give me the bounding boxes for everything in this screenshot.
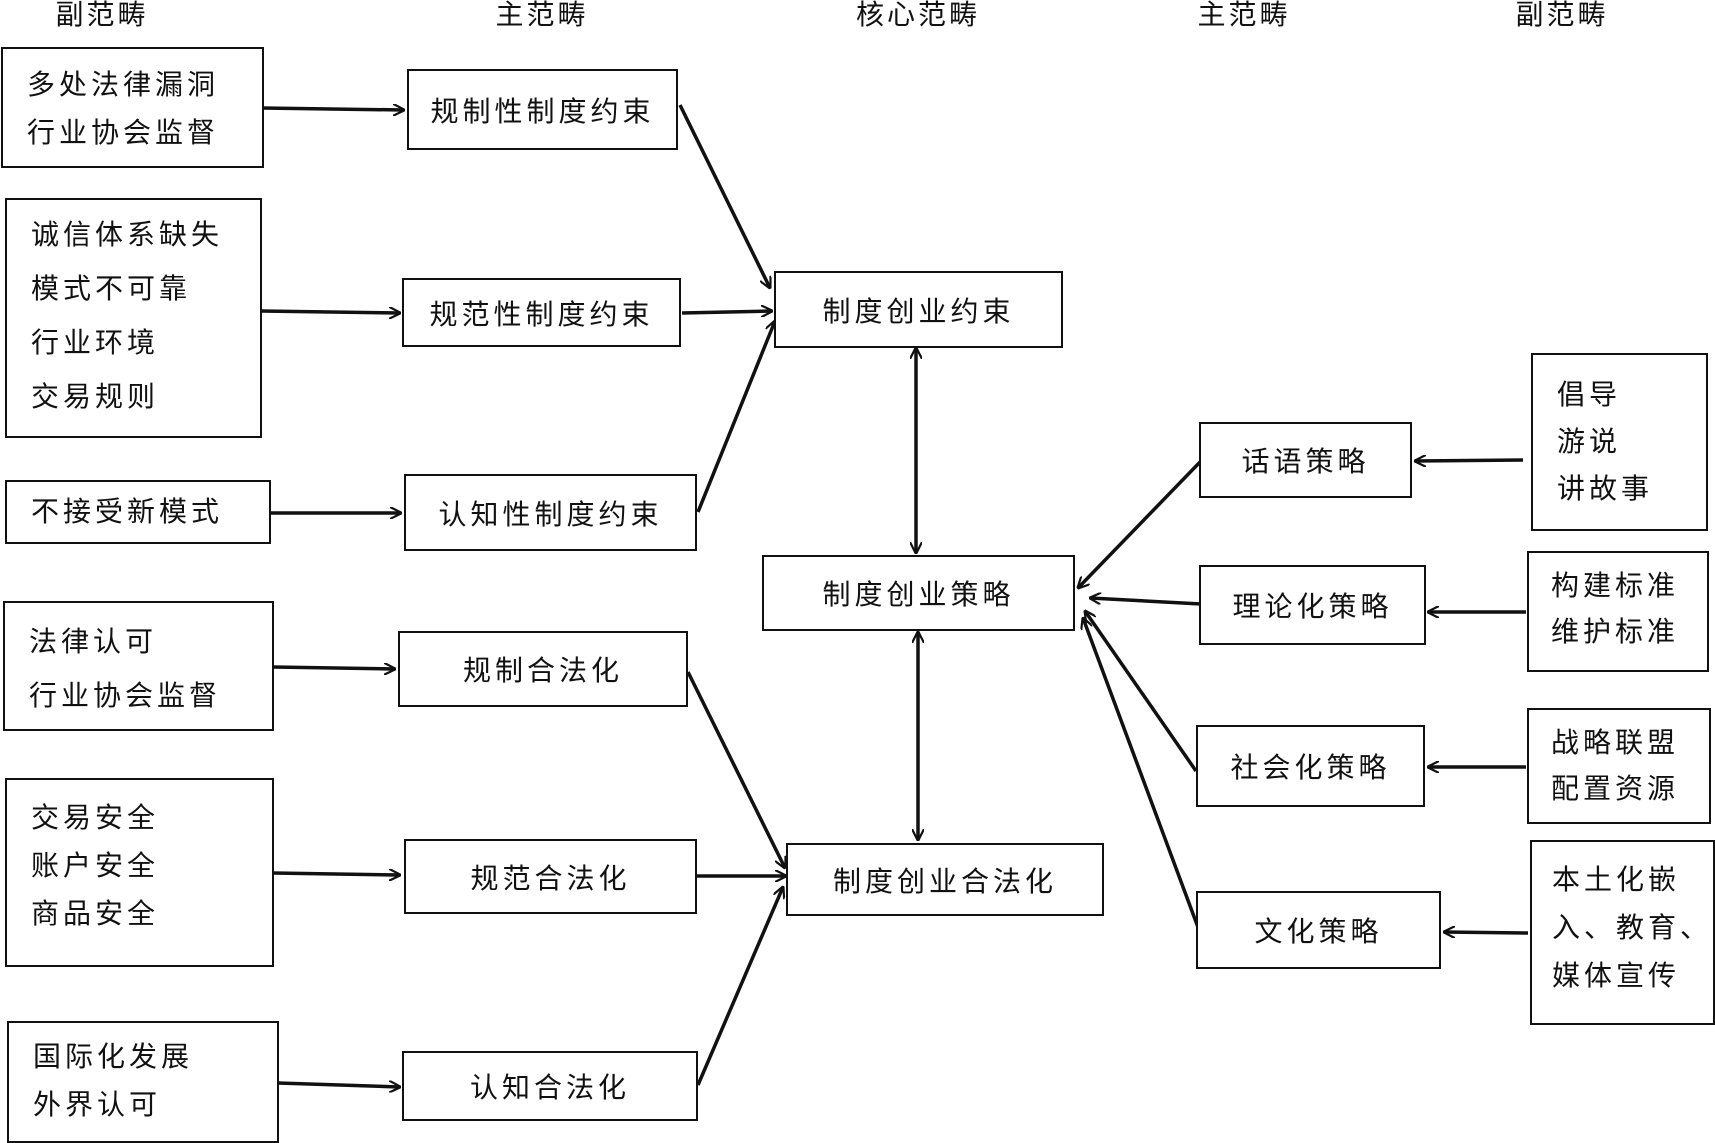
right-sub-box-3: 战略联盟 配置资源 xyxy=(1527,708,1711,824)
arrow-sub4-to-main4 xyxy=(272,667,395,669)
left-sub-line: 不接受新模式 xyxy=(31,495,224,528)
right-sub-box-2: 构建标准 维护标准 xyxy=(1527,551,1709,672)
arrow-main3-to-constraint xyxy=(696,321,775,513)
right-sub-box-4: 本土化嵌 入、教育、 媒体宣传 xyxy=(1530,840,1715,1025)
right-sub-line: 游说 xyxy=(1557,425,1622,458)
left-main-box-2: 规范性制度约束 xyxy=(402,278,681,347)
right-sub-line: 维护标准 xyxy=(1551,615,1680,648)
left-main-box-1: 规制性制度约束 xyxy=(407,69,678,150)
left-main-box-4: 规制合法化 xyxy=(398,631,688,707)
left-sub-box-4: 法律认可 行业协会监督 xyxy=(3,601,274,731)
header-left-sub: 副范畴 xyxy=(55,0,149,31)
right-main-box-theorize: 理论化策略 xyxy=(1199,565,1426,645)
header-right-sub: 副范畴 xyxy=(1515,0,1609,31)
header-left-main: 主范畴 xyxy=(495,0,589,31)
right-sub-line: 本土化嵌 xyxy=(1552,863,1681,896)
arrow-theorize-to-strategy xyxy=(1090,598,1202,606)
left-sub-line: 法律认可 xyxy=(29,625,158,658)
right-sub-line: 战略联盟 xyxy=(1551,726,1680,759)
arrow-sub5-to-main5 xyxy=(272,873,400,875)
header-right-main: 主范畴 xyxy=(1197,0,1291,31)
arrow-sub2-to-main2 xyxy=(260,311,400,313)
arrow-rsub4-to-culture xyxy=(1444,932,1529,933)
left-sub-line: 账户安全 xyxy=(31,849,160,882)
arrow-sub1-to-main1 xyxy=(261,108,404,110)
left-sub-line: 行业协会监督 xyxy=(29,679,222,712)
right-main-box-social: 社会化策略 xyxy=(1196,725,1425,807)
left-sub-box-1: 多处法律漏洞 行业协会监督 xyxy=(1,47,264,168)
arrow-discourse-to-strategy xyxy=(1078,459,1203,588)
arrow-main6-to-legitimation xyxy=(696,887,783,1086)
right-sub-line: 媒体宣传 xyxy=(1552,959,1681,992)
arrow-main1-to-constraint xyxy=(678,104,770,288)
arrow-sub6-to-main6 xyxy=(277,1083,400,1087)
left-sub-line: 模式不可靠 xyxy=(31,272,192,305)
arrow-rsub1-to-discourse xyxy=(1415,460,1524,461)
right-sub-line: 入、教育、 xyxy=(1552,911,1713,944)
left-main-box-5: 规范合法化 xyxy=(404,839,697,914)
left-sub-line: 行业协会监督 xyxy=(27,116,220,149)
right-main-box-discourse: 话语策略 xyxy=(1199,422,1412,498)
arrow-culture-to-strategy xyxy=(1083,618,1201,931)
right-sub-line: 构建标准 xyxy=(1551,569,1680,602)
right-main-box-culture: 文化策略 xyxy=(1196,891,1441,969)
left-sub-line: 行业环境 xyxy=(31,326,160,359)
left-sub-line: 交易安全 xyxy=(31,801,160,834)
left-sub-box-2: 诚信体系缺失 模式不可靠 行业环境 交易规则 xyxy=(5,198,262,438)
left-main-box-3: 认知性制度约束 xyxy=(404,474,697,551)
right-sub-line: 配置资源 xyxy=(1551,772,1680,805)
left-main-box-6: 认知合法化 xyxy=(402,1051,698,1121)
arrow-main2-to-constraint xyxy=(681,311,772,313)
header-core: 核心范畴 xyxy=(855,0,981,31)
left-sub-box-3: 不接受新模式 xyxy=(5,480,271,544)
left-sub-line: 交易规则 xyxy=(31,380,160,413)
right-sub-line: 讲故事 xyxy=(1557,472,1654,505)
core-constraint-box: 制度创业约束 xyxy=(774,271,1063,348)
left-sub-box-6: 国际化发展 外界认可 xyxy=(7,1021,279,1143)
left-sub-line: 外界认可 xyxy=(33,1088,162,1121)
left-sub-line: 诚信体系缺失 xyxy=(31,218,224,251)
left-sub-box-5: 交易安全 账户安全 商品安全 xyxy=(5,778,274,967)
left-sub-line: 国际化发展 xyxy=(33,1040,194,1073)
core-legitimation-box: 制度创业合法化 xyxy=(786,843,1104,916)
right-sub-box-1: 倡导 游说 讲故事 xyxy=(1531,353,1708,531)
left-sub-line: 多处法律漏洞 xyxy=(27,68,220,101)
arrow-main4-to-legitimation xyxy=(686,671,785,868)
right-sub-line: 倡导 xyxy=(1557,378,1622,411)
core-strategy-box: 制度创业策略 xyxy=(762,555,1075,631)
left-sub-line: 商品安全 xyxy=(31,897,160,930)
arrow-social-to-strategy xyxy=(1085,611,1198,772)
